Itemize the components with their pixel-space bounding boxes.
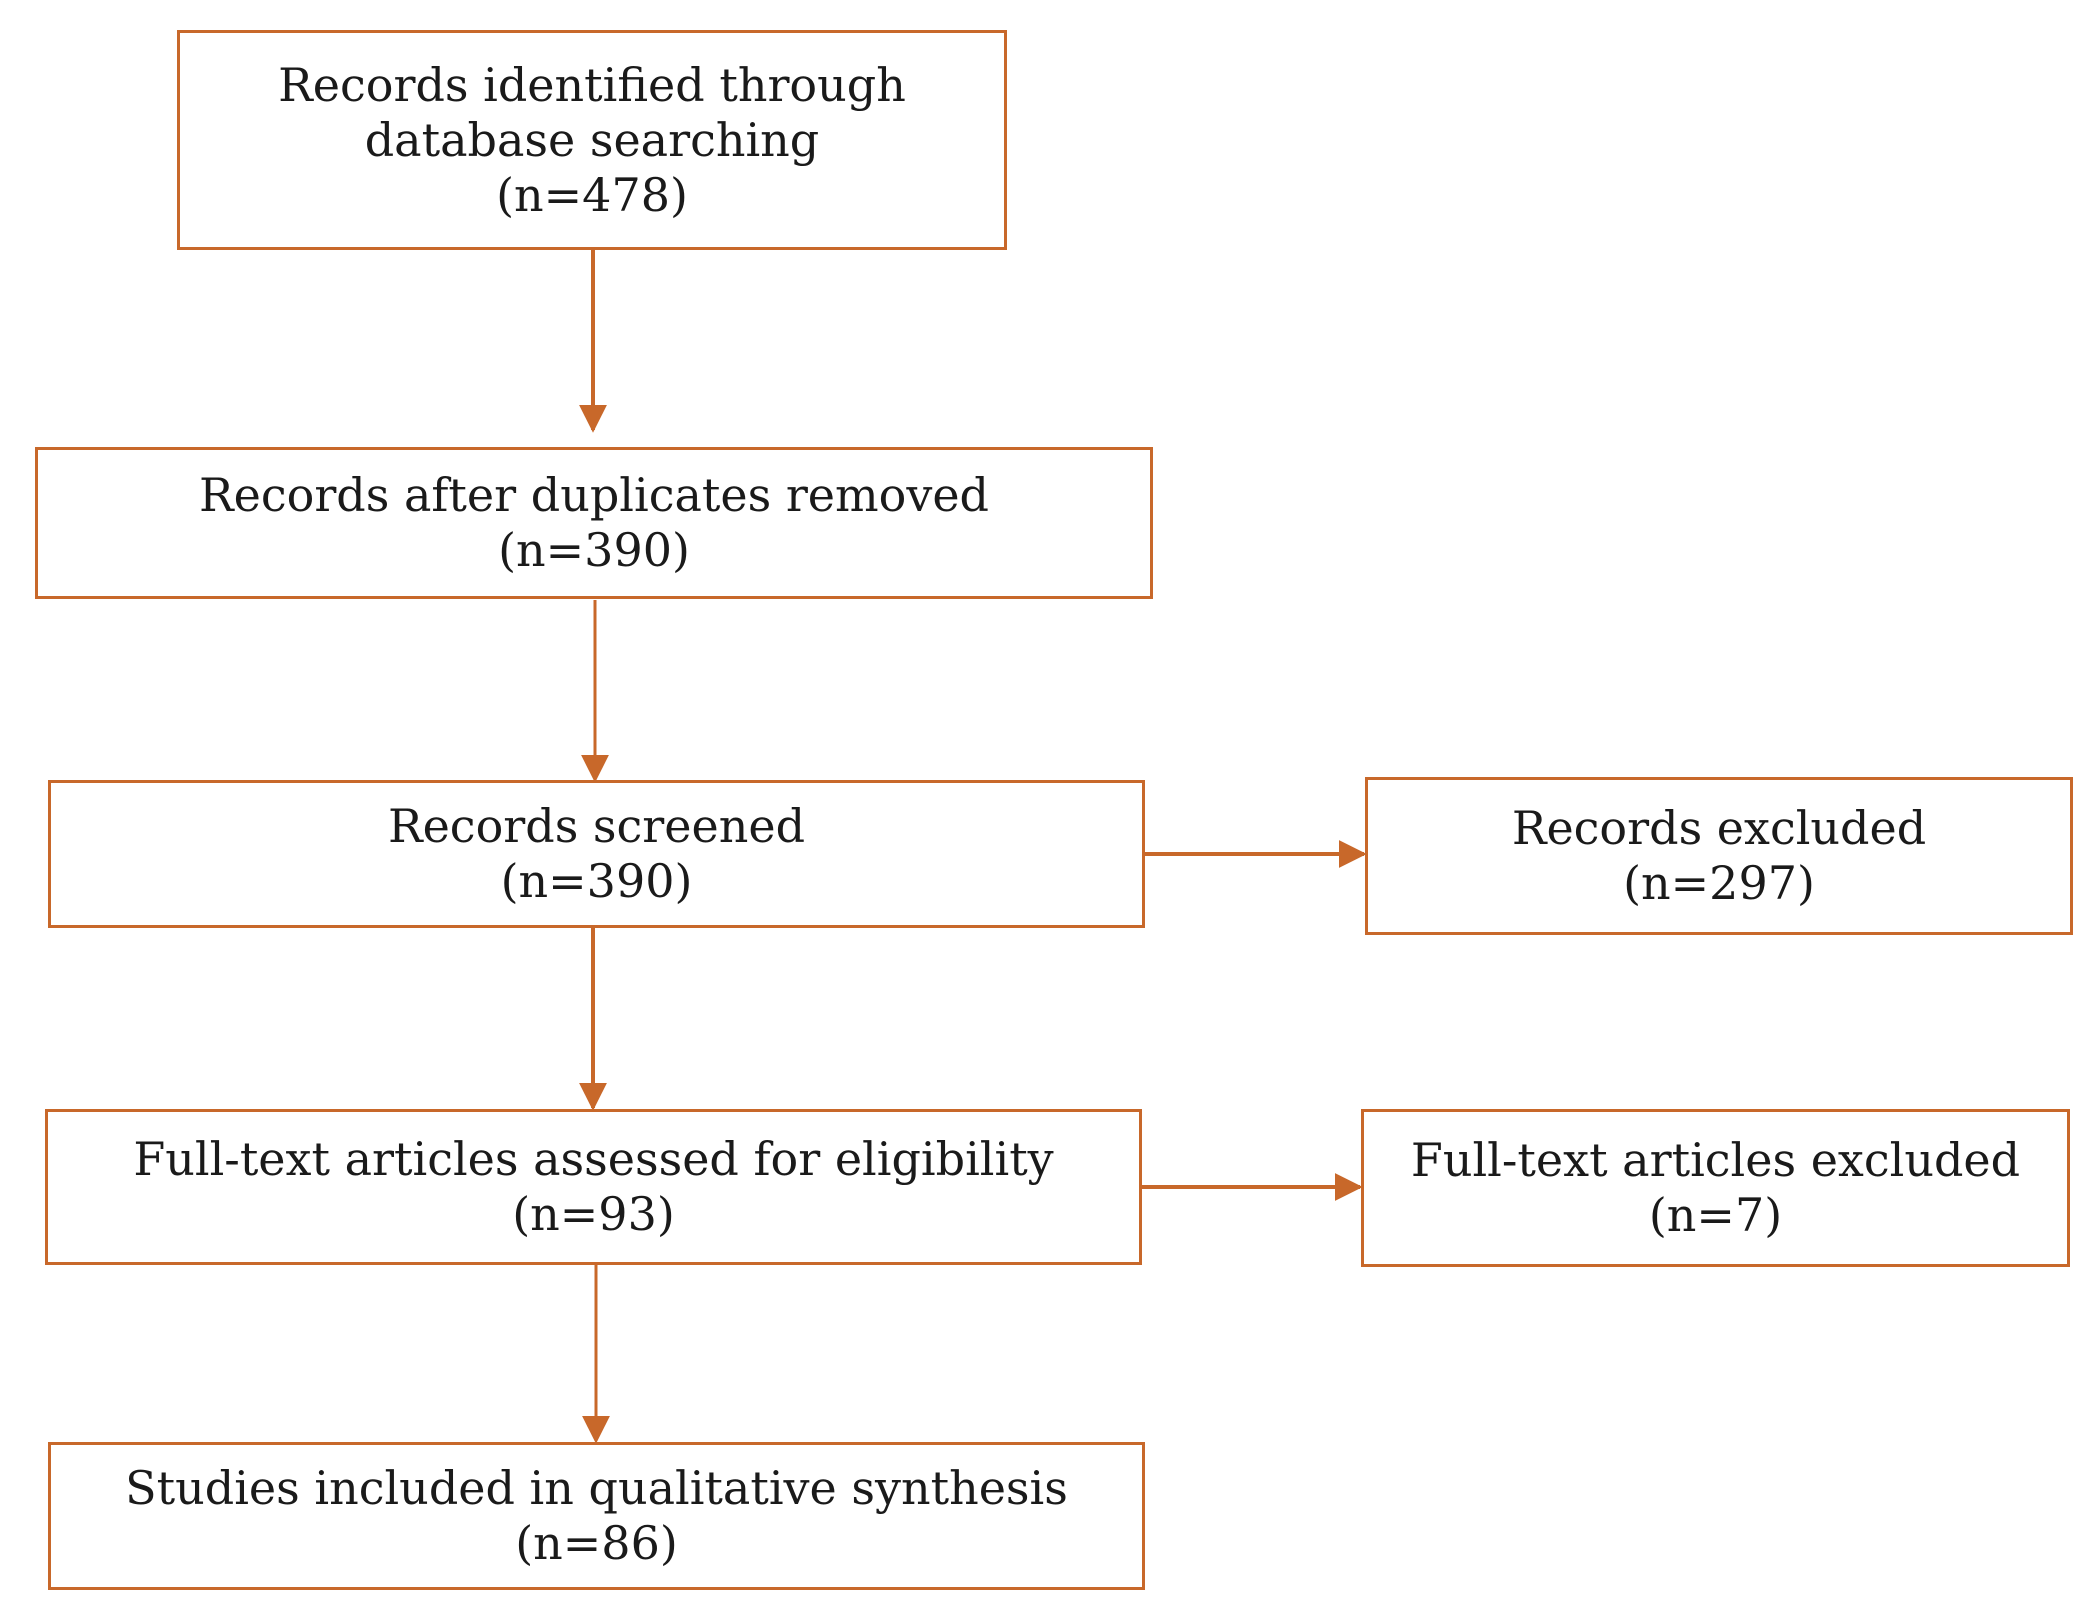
node-records-screened: Records screened (n=390) [48,780,1145,928]
node-fulltext-assessed-count: (n=93) [512,1187,675,1241]
node-fulltext-excluded-line-1: Full-text articles excluded [1410,1133,2021,1187]
node-studies-included-count: (n=86) [515,1516,678,1570]
node-records-identified-line-2: database searching [364,112,820,167]
node-records-deduplicated-line-1: Records after duplicates removed [199,468,989,522]
node-studies-included: Studies included in qualitative synthesi… [48,1442,1145,1590]
node-records-excluded: Records excluded (n=297) [1365,777,2073,935]
node-fulltext-excluded-count: (n=7) [1648,1188,1783,1242]
node-fulltext-excluded: Full-text articles excluded (n=7) [1361,1109,2070,1267]
node-records-deduplicated-count: (n=390) [498,523,690,577]
node-records-identified-count: (n=478) [496,167,688,222]
node-records-deduplicated: Records after duplicates removed (n=390) [35,447,1153,599]
node-studies-included-line-1: Studies included in qualitative synthesi… [125,1461,1068,1515]
node-records-screened-line-1: Records screened [387,799,806,853]
node-records-excluded-line-1: Records excluded [1511,801,1927,855]
node-records-identified: Records identified through database sear… [177,30,1007,250]
node-records-screened-count: (n=390) [500,854,693,908]
node-fulltext-assessed-line-1: Full-text articles assessed for eligibil… [133,1132,1054,1186]
node-fulltext-assessed: Full-text articles assessed for eligibil… [45,1109,1142,1265]
node-records-excluded-count: (n=297) [1623,856,1815,910]
node-records-identified-line-1: Records identified through [278,57,906,112]
